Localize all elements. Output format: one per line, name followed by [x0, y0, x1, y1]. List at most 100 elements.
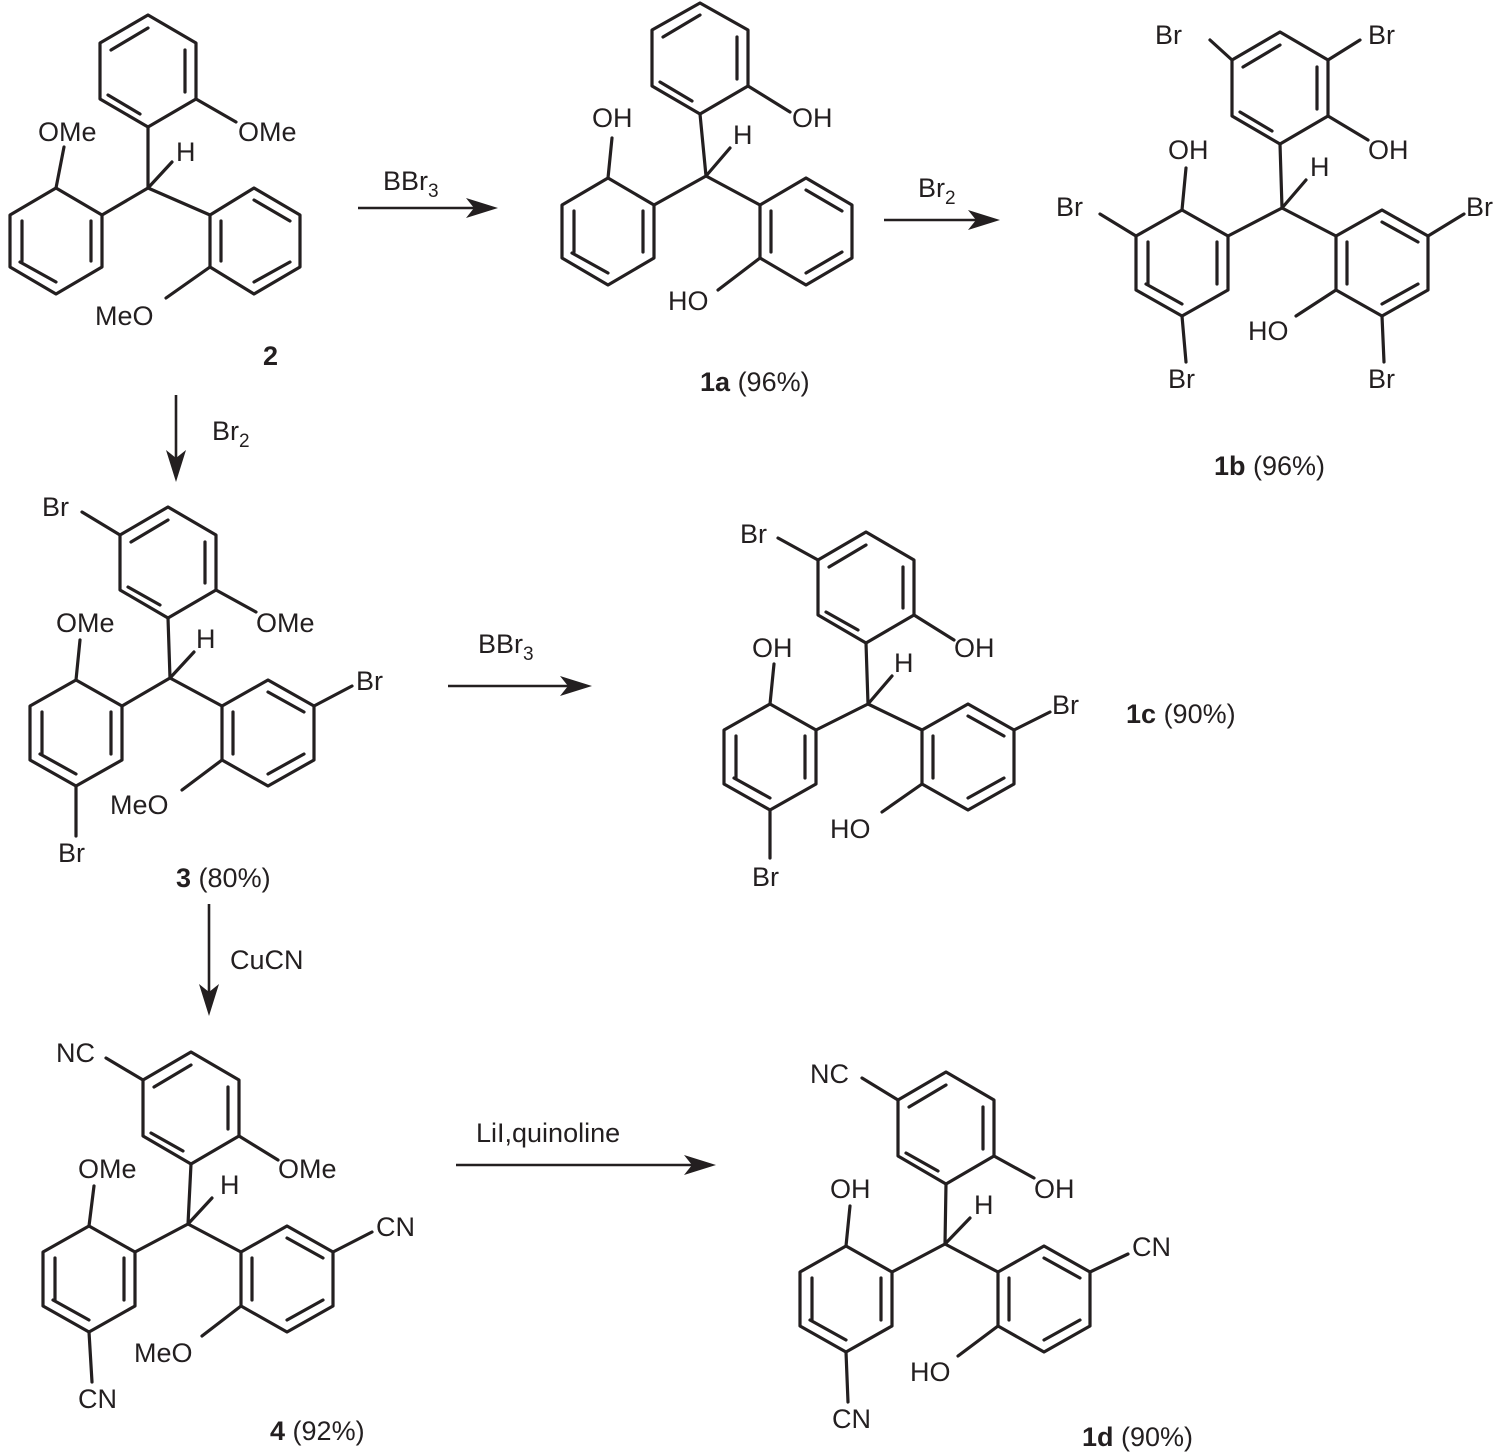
compound-yield: (96%) [738, 367, 810, 397]
label-cn-bottom: CN [832, 1404, 871, 1434]
label-h: H [733, 120, 753, 150]
label-h: H [220, 1170, 240, 1200]
core-bonds [606, 84, 792, 292]
label-cn-bottom: CN [78, 1384, 117, 1414]
ring-right [220, 678, 316, 788]
label-br-top-right: Br [1368, 20, 1395, 50]
label-br-right: Br [1466, 192, 1493, 222]
label-ome-right: OMe [238, 117, 297, 147]
svg-text:Br2: Br2 [918, 173, 956, 209]
ring-right [920, 702, 1016, 812]
reagent-sub: 3 [523, 644, 534, 665]
reagent-br: Br [212, 416, 239, 446]
label-ome-right: OMe [256, 608, 315, 638]
label-br-top: Br [740, 519, 767, 549]
molecule-3: Br OMe OMe H Br MeO Br 3 (80%) [28, 492, 383, 893]
compound-yield: (96%) [1253, 451, 1325, 481]
compound-yield: (90%) [1164, 699, 1236, 729]
label-cn-right: CN [376, 1212, 415, 1242]
label-ho: HO [830, 814, 871, 844]
label-ome-left: OMe [78, 1154, 137, 1184]
ring-right [758, 176, 854, 287]
label-br-left: Br [1056, 192, 1083, 222]
reagent-br: Br [918, 173, 945, 203]
ring-left [560, 176, 656, 287]
ring-top [816, 530, 916, 645]
compound-id: 1b [1214, 451, 1246, 481]
label-br-right: Br [1052, 690, 1079, 720]
label-oh-top-right: OH [1368, 135, 1409, 165]
arrow-cucn: CuCN [199, 904, 304, 1016]
label-nc-top: NC [810, 1059, 849, 1089]
reagent-sub: 2 [945, 188, 956, 209]
label-ome-left: OMe [38, 117, 97, 147]
ring-right [208, 186, 302, 296]
label-br-bottom-left: Br [1168, 364, 1195, 394]
core-bonds [74, 510, 354, 838]
ring-left [41, 1224, 137, 1334]
core-bonds [844, 1076, 1130, 1404]
ring-right [239, 1224, 335, 1334]
compound-caption: 1d (90%) [1082, 1422, 1193, 1452]
label-br-bottom: Br [752, 862, 779, 892]
label-oh-right: OH [1034, 1174, 1075, 1204]
label-ho: HO [910, 1357, 951, 1387]
svg-text:BBr3: BBr3 [383, 166, 439, 202]
label-nc-top: NC [56, 1038, 95, 1068]
arrow-bbr3-1: BBr3 [358, 166, 498, 218]
label-br-right: Br [356, 666, 383, 696]
ring-left [1134, 208, 1230, 318]
ring-top [1230, 30, 1330, 146]
compound-caption: 4 (92%) [270, 1416, 365, 1446]
svg-text:BBr3: BBr3 [478, 629, 534, 665]
label-br-top-left: Br [1155, 20, 1182, 50]
label-oh-left: OH [830, 1174, 871, 1204]
reagent-cucn: CuCN [230, 945, 304, 975]
label-meo: MeO [110, 790, 169, 820]
compound-caption: 1a (96%) [700, 367, 810, 397]
compound-caption: 1b (96%) [1214, 451, 1325, 481]
ring-top [650, 1, 750, 116]
reagent-sub: 3 [428, 181, 439, 202]
compound-caption: 3 (80%) [176, 863, 271, 893]
compound-id: 2 [263, 341, 278, 371]
label-meo: MeO [95, 301, 154, 331]
label-h: H [1310, 152, 1330, 182]
compound-yield: (92%) [293, 1416, 365, 1446]
reagent-bbr: BBr [478, 629, 523, 659]
compound-id: 1a [700, 367, 731, 397]
ring-top [141, 1050, 241, 1166]
ring-left [722, 702, 818, 812]
reagent-bbr: BBr [383, 166, 428, 196]
label-h: H [894, 648, 914, 678]
label-ome-left: OMe [56, 608, 115, 638]
compound-id: 3 [176, 863, 191, 893]
label-ho: HO [1248, 316, 1289, 346]
svg-text:Br2: Br2 [212, 416, 250, 452]
label-oh-right: OH [792, 103, 833, 133]
reagent-sub: 2 [239, 431, 250, 452]
molecule-1a: OH OH H HO 1a (96%) [560, 1, 854, 397]
label-br-bottom: Br [58, 838, 85, 868]
ring-top [896, 1070, 996, 1186]
label-cn-right: CN [1132, 1232, 1171, 1262]
compound-id: 1c [1126, 699, 1156, 729]
ring-top [98, 13, 198, 129]
label-oh-left: OH [752, 633, 793, 663]
label-ome-right: OMe [278, 1154, 337, 1184]
ring-left [28, 678, 124, 788]
core-bonds [768, 536, 1052, 860]
reagent-lii: LiI,quinoline [476, 1118, 620, 1148]
molecule-2: OMe OMe H MeO 2 [8, 13, 302, 371]
compound-id: 1d [1082, 1422, 1114, 1452]
compound-id: 4 [270, 1416, 285, 1446]
ring-left [798, 1244, 894, 1354]
ring-right [996, 1244, 1092, 1354]
arrow-lii: LiI,quinoline [456, 1118, 716, 1175]
arrow-br2-1: Br2 [884, 173, 1000, 230]
label-h: H [176, 137, 196, 167]
core-bonds [87, 1056, 374, 1384]
molecule-1b: Br Br OH OH H Br Br HO Br Br 1b (96%) [1056, 20, 1493, 481]
molecule-4: NC OMe OMe H CN MeO CN 4 (92%) [41, 1038, 415, 1446]
